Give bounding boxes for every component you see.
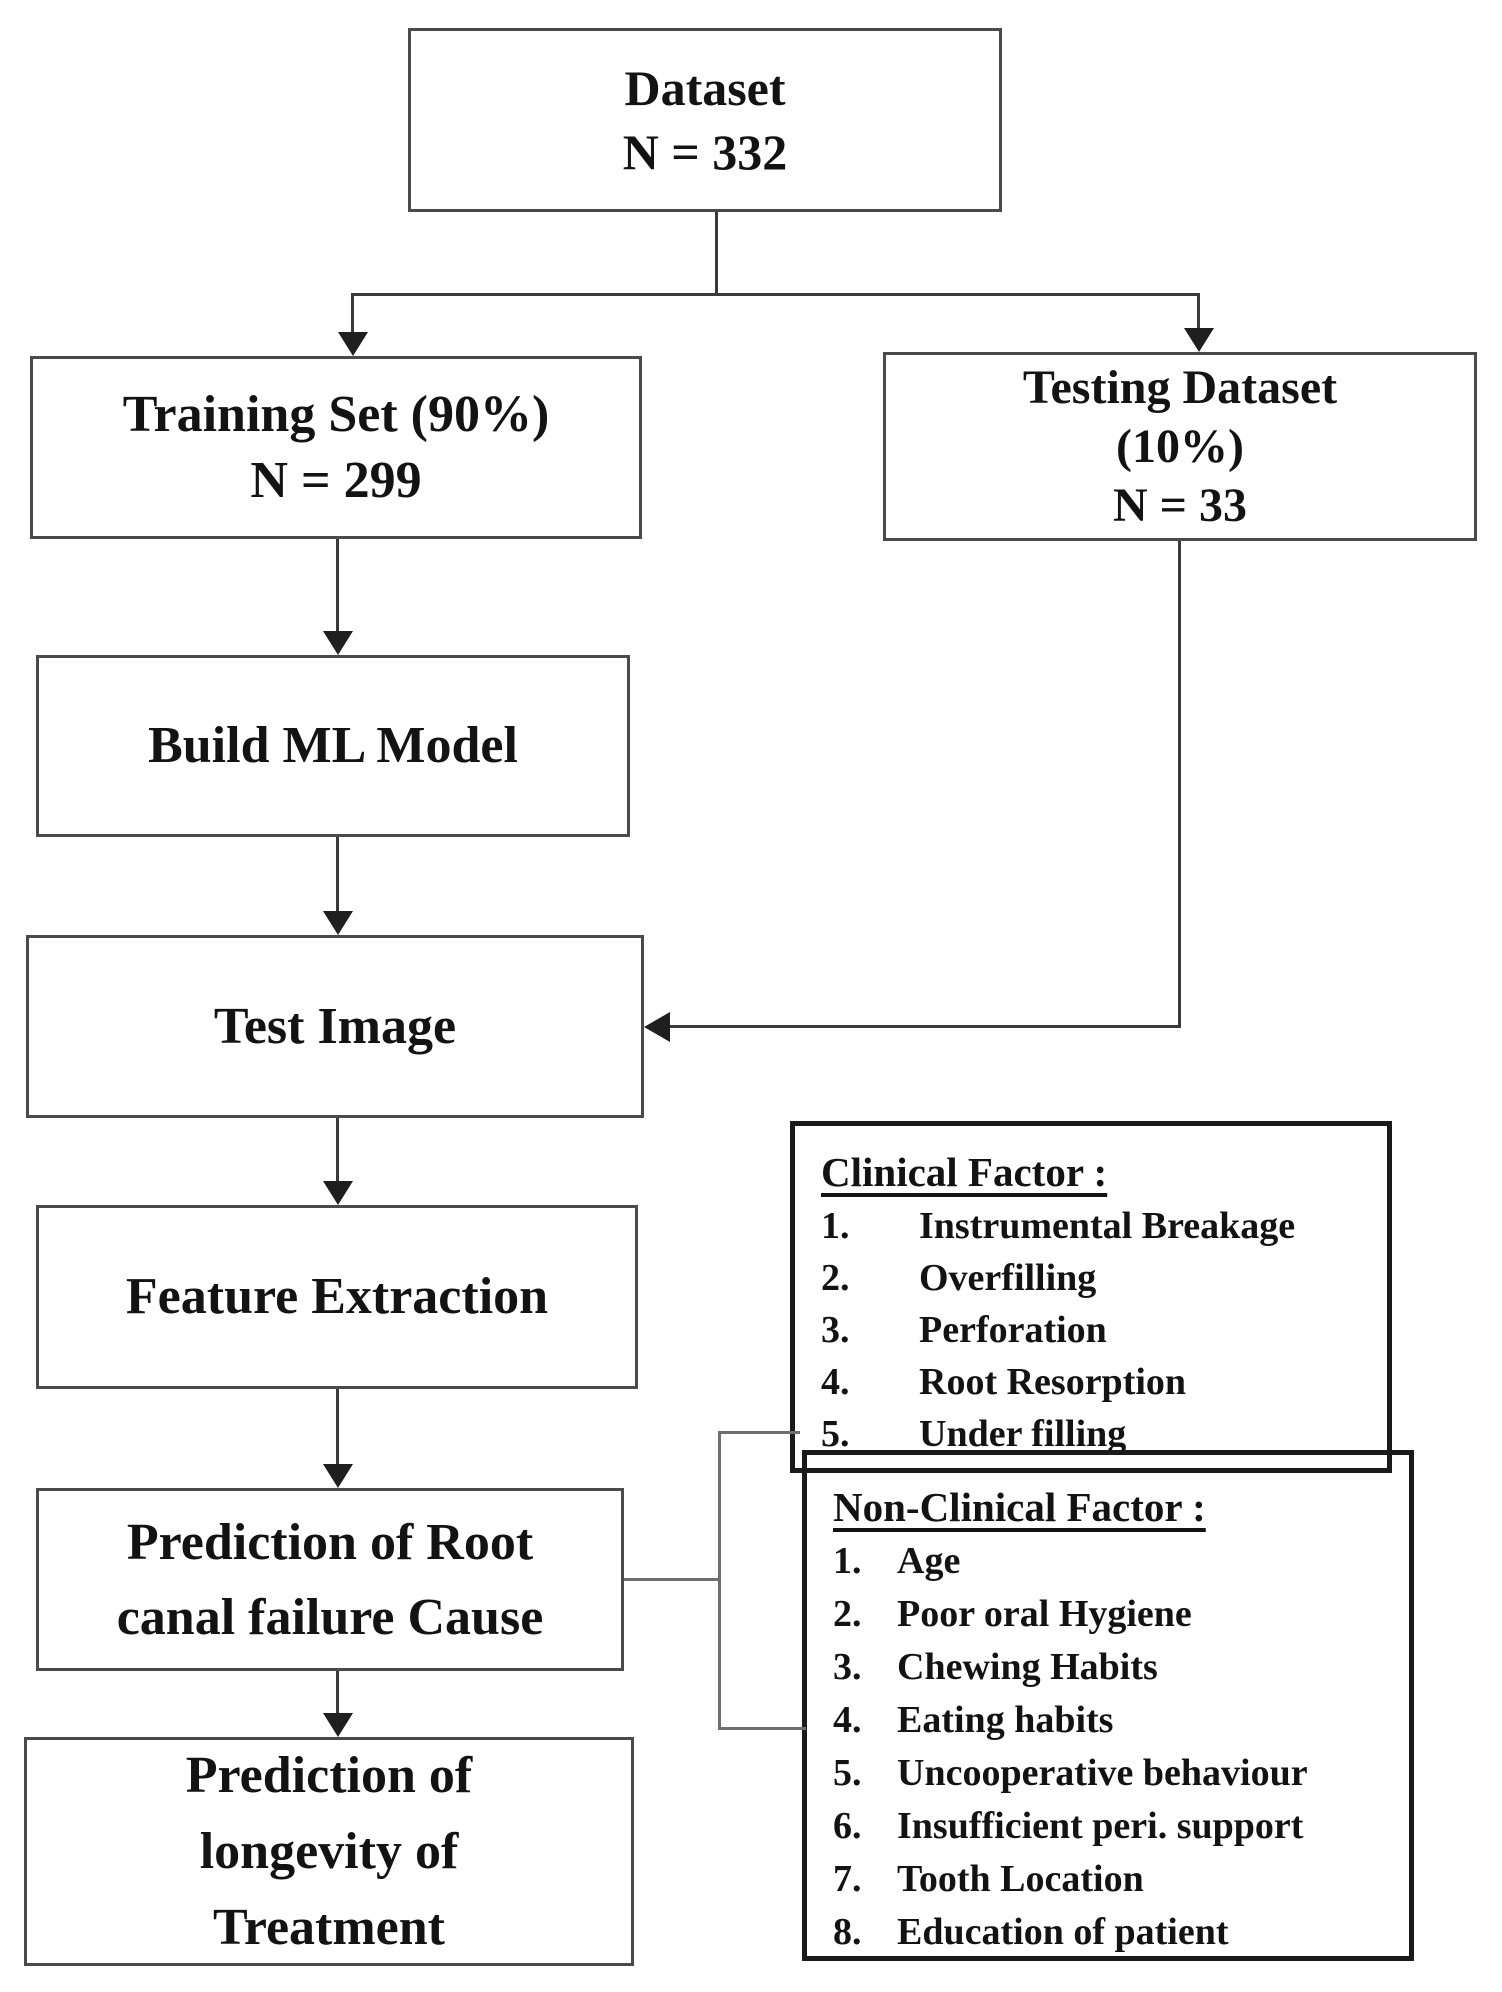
arrow-left-testimage-icon <box>644 1012 670 1042</box>
clinical-factor-heading: Clinical Factor : <box>821 1149 1108 1195</box>
connector-testing-down <box>1178 541 1181 1027</box>
feature-label: Feature Extraction <box>125 1268 549 1325</box>
factor-item: 1. Age <box>833 1535 1399 1588</box>
dataset-box: Dataset N = 332 <box>408 28 1002 212</box>
build-ml-model-box: Build ML Model <box>36 655 630 837</box>
bracket-to-clinical <box>718 1431 800 1434</box>
factor-item-label: Root Resorption <box>919 1361 1187 1403</box>
clinical-factor-box: Clinical Factor : 1. Instrumental Breakag… <box>790 1121 1392 1473</box>
factor-item: 7. Tooth Location <box>833 1853 1399 1906</box>
connector-feature-prediction <box>336 1389 339 1465</box>
prediction-cause-line1: Prediction of Root <box>126 1513 534 1571</box>
factor-item: 3. Perforation <box>821 1304 1377 1356</box>
factor-item: 1. Instrumental Breakage <box>821 1200 1377 1252</box>
connector-build-testimage <box>336 837 339 912</box>
factor-item: 5. Under filling <box>821 1408 1377 1460</box>
factor-item-label: Age <box>897 1540 961 1582</box>
connector-to-testing <box>1197 293 1200 329</box>
factor-item-label: Tooth Location <box>897 1858 1144 1900</box>
clinical-factor-list: 1. Instrumental Breakage 2. Overfilling 3. Pe… <box>821 1200 1377 1460</box>
arrow-down-testing-icon <box>1184 328 1214 352</box>
factor-item-label: Chewing Habits <box>897 1646 1158 1688</box>
factor-item: 8. Education of patient <box>833 1906 1399 1959</box>
connector-split-horizontal <box>351 293 1200 296</box>
factor-item: 4. Eating habits <box>833 1694 1399 1747</box>
factor-item-number: 2. <box>821 1257 850 1299</box>
factor-item-label: Uncooperative behaviour <box>897 1752 1308 1794</box>
connector-training-build <box>336 539 339 632</box>
factor-item-number: 5. <box>821 1413 850 1455</box>
arrow-down-prediction-icon <box>323 1464 353 1488</box>
factor-item: 2. Overfilling <box>821 1252 1377 1304</box>
factor-item-label: Perforation <box>919 1309 1107 1351</box>
factor-item-number: 1. <box>821 1205 850 1247</box>
factor-item: 6. Insufficient peri. support <box>833 1800 1399 1853</box>
training-line2: N = 299 <box>250 451 422 509</box>
bracket-to-nonclinical <box>718 1727 806 1730</box>
factor-item-label: Insufficient peri. support <box>897 1805 1304 1847</box>
testing-line3: N = 33 <box>1112 479 1247 532</box>
factor-item: 3. Chewing Habits <box>833 1641 1399 1694</box>
feature-extraction-box: Feature Extraction <box>36 1205 638 1389</box>
factor-item-number: 6. <box>833 1805 862 1847</box>
connector-testing-horizontal <box>668 1025 1181 1028</box>
prediction-longevity-box: Prediction of longevity of Treatment <box>24 1737 634 1966</box>
arrow-down-build-icon <box>323 631 353 655</box>
arrow-down-longevity-icon <box>323 1713 353 1737</box>
dataset-line2: N = 332 <box>622 124 788 180</box>
test-image-box: Test Image <box>26 935 644 1118</box>
non-clinical-factor-list: 1. Age 2. Poor oral Hygiene 3. Chewing Habits… <box>833 1535 1399 1959</box>
factor-item-number: 3. <box>821 1309 850 1351</box>
factor-item-number: 7. <box>833 1858 862 1900</box>
connector-dataset-down <box>715 212 718 296</box>
testing-line2: (10%) <box>1116 420 1244 473</box>
dataset-line1: Dataset <box>624 60 786 116</box>
non-clinical-factor-heading: Non-Clinical Factor : <box>833 1484 1206 1530</box>
factor-item: 5. Uncooperative behaviour <box>833 1747 1399 1800</box>
training-line1: Training Set (90%) <box>122 385 550 443</box>
connector-prediction-longevity <box>336 1671 339 1714</box>
bracket-vertical <box>718 1431 721 1730</box>
training-set-box: Training Set (90%) N = 299 <box>30 356 642 539</box>
bracket-stem <box>624 1578 720 1581</box>
factor-item-number: 4. <box>833 1699 862 1741</box>
factor-item: 2. Poor oral Hygiene <box>833 1588 1399 1641</box>
arrow-down-testimage-icon <box>323 911 353 935</box>
prediction-cause-line2: canal failure Cause <box>116 1588 544 1646</box>
factor-item-label: Under filling <box>919 1413 1127 1455</box>
factor-item-label: Eating habits <box>897 1699 1114 1741</box>
factor-item-label: Instrumental Breakage <box>919 1205 1296 1247</box>
connector-testimage-feature <box>336 1118 339 1181</box>
build-label: Build ML Model <box>148 717 518 774</box>
prediction-cause-box: Prediction of Root canal failure Cause <box>36 1488 624 1671</box>
factor-item-number: 3. <box>833 1646 862 1688</box>
factor-item-label: Education of patient <box>897 1911 1229 1953</box>
factor-item-number: 5. <box>833 1752 862 1794</box>
prediction-longevity-line3: Treatment <box>213 1898 445 1956</box>
arrow-down-training-icon <box>338 332 368 356</box>
connector-to-training <box>351 293 354 333</box>
prediction-longevity-line2: longevity of <box>199 1822 459 1880</box>
arrow-down-feature-icon <box>323 1181 353 1205</box>
non-clinical-factor-box: Non-Clinical Factor : 1. Age 2. Poor oral H… <box>802 1450 1414 1961</box>
factor-item-number: 8. <box>833 1911 862 1953</box>
factor-item-label: Poor oral Hygiene <box>897 1593 1192 1635</box>
prediction-longevity-line1: Prediction of <box>185 1746 473 1804</box>
factor-item: 4. Root Resorption <box>821 1356 1377 1408</box>
testing-line1: Testing Dataset <box>1022 361 1338 414</box>
test-image-label: Test Image <box>213 997 457 1055</box>
factor-item-number: 2. <box>833 1593 862 1635</box>
testing-dataset-box: Testing Dataset (10%) N = 33 <box>883 352 1477 541</box>
factor-item-number: 4. <box>821 1361 850 1403</box>
factor-item-label: Overfilling <box>919 1257 1097 1299</box>
factor-item-number: 1. <box>833 1540 862 1582</box>
